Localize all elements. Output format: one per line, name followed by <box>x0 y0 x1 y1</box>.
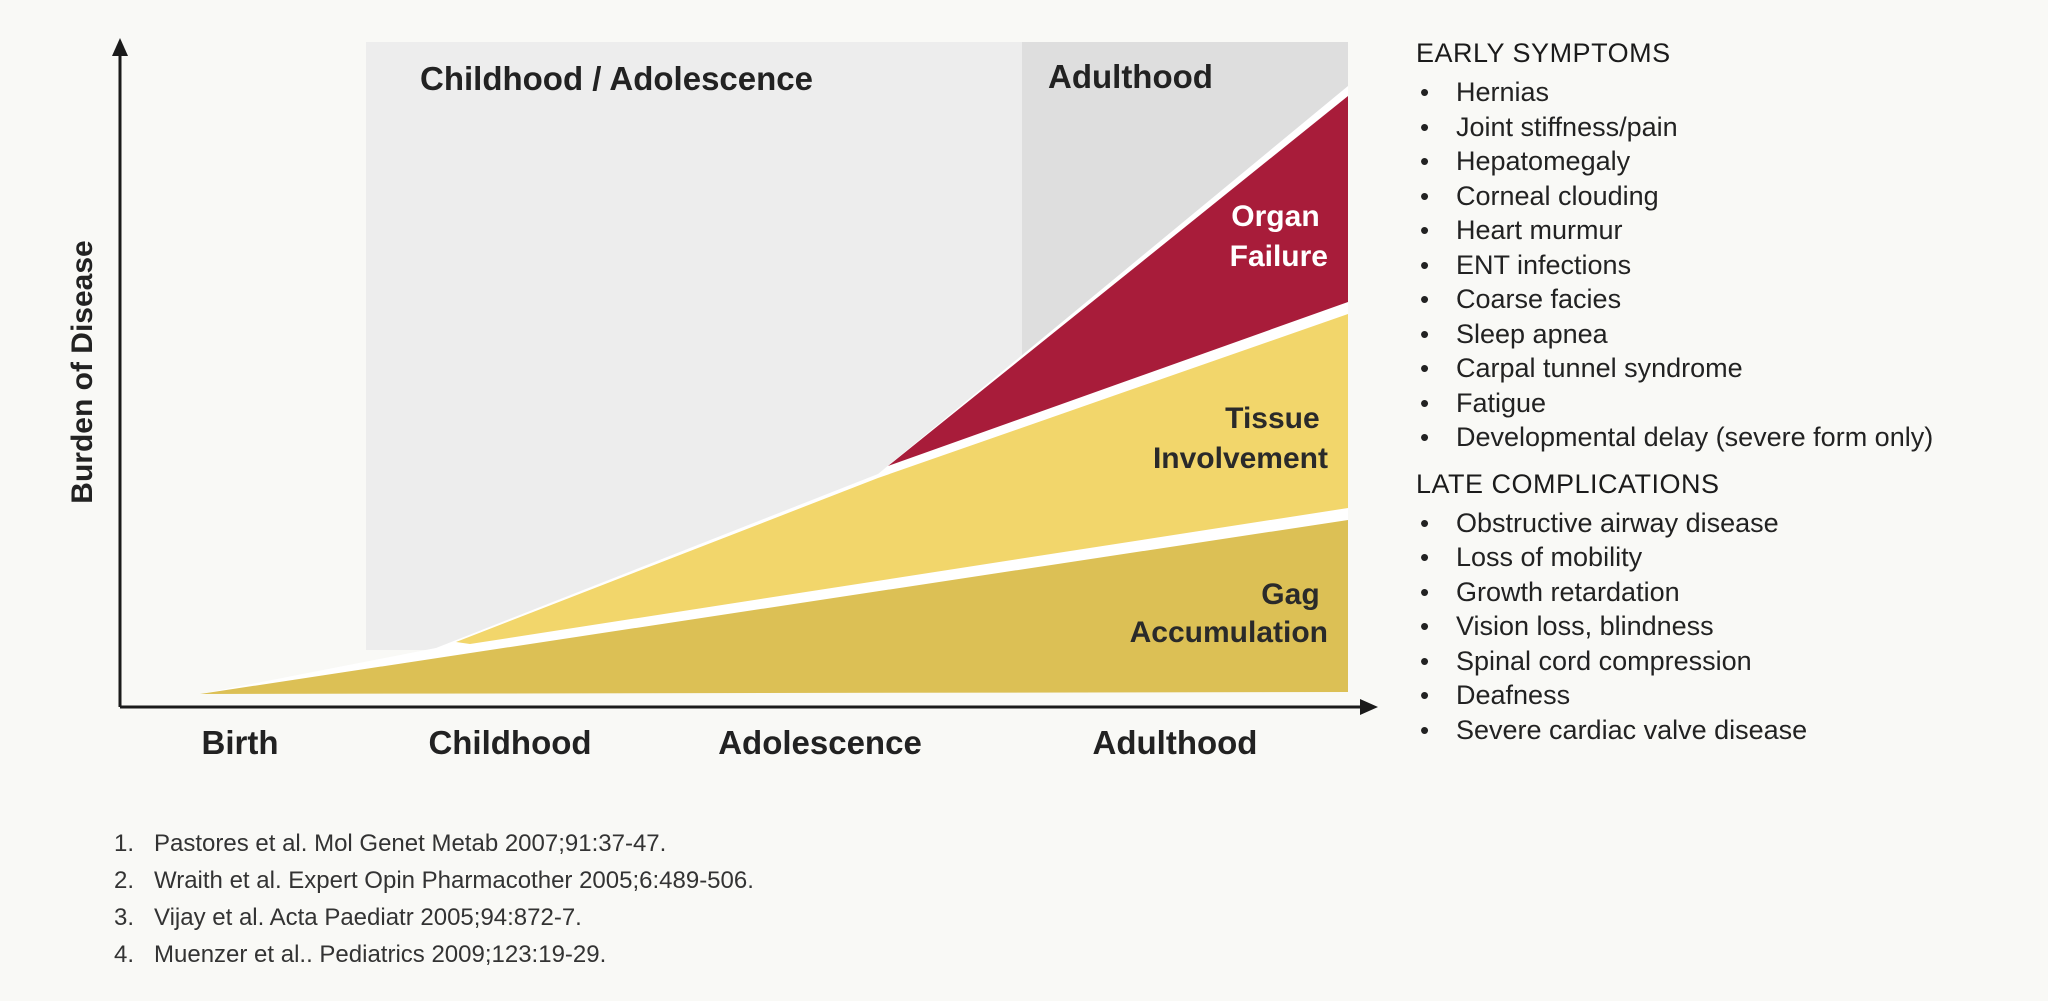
reference-number: 3. <box>114 904 135 931</box>
x-axis-label-birth: Birth <box>202 724 279 761</box>
reference-text: Wraith et al. Expert Opin Pharmacother 2… <box>154 867 754 894</box>
late-complication-item: Growth retardation <box>1416 575 2036 610</box>
layer-label-tissue-involvement-line2: Involvement <box>1153 442 1328 475</box>
band-label-adulthood: Adulthood <box>1048 58 1213 95</box>
reference-text: Vijay et al. Acta Paediatr 2005;94:872-7… <box>154 904 582 931</box>
late-complication-item: Spinal cord compression <box>1416 644 2036 679</box>
x-axis-arrow <box>1360 699 1378 715</box>
layer-label-gag-accumulation-line1: Gag <box>1261 578 1319 611</box>
x-axis-label-childhood: Childhood <box>428 724 591 761</box>
reference-number: 2. <box>114 867 135 894</box>
early-symptom-item: Fatigue <box>1416 386 2036 421</box>
reference-text: Muenzer et al.. Pediatrics 2009;123:19-2… <box>154 941 607 968</box>
reference-number: 4. <box>114 941 135 968</box>
layer-label-gag-accumulation: Gag Accumulation <box>1130 578 1328 649</box>
reference-item: 1. Pastores et al. Mol Genet Metab 2007;9… <box>114 825 754 862</box>
y-axis-label: Burden of Disease <box>66 240 99 503</box>
late-complication-item: Deafness <box>1416 678 2036 713</box>
reference-number: 1. <box>114 830 135 857</box>
early-symptom-item: Coarse facies <box>1416 282 2036 317</box>
layer-label-organ-failure-line1: Organ <box>1231 200 1319 233</box>
late-complication-item: Severe cardiac valve disease <box>1416 713 2036 748</box>
layer-label-tissue-involvement-line1: Tissue <box>1225 402 1320 435</box>
x-axis-label-adolescence: Adolescence <box>718 724 922 761</box>
reference-item: 3. Vijay et al. Acta Paediatr 2005;94:872… <box>114 899 754 936</box>
reference-item: 4. Muenzer et al.. Pediatrics 2009;123:19… <box>114 936 754 973</box>
early-symptom-item: Heart murmur <box>1416 213 2036 248</box>
symptoms-panel: EARLY SYMPTOMS Hernias Joint stiffness/p… <box>1416 38 2036 761</box>
layer-label-gag-accumulation-line2: Accumulation <box>1130 616 1328 649</box>
early-symptom-item: Sleep apnea <box>1416 317 2036 352</box>
band-label-childhood-adolescence: Childhood / Adolescence <box>420 60 813 97</box>
early-symptom-item: Hepatomegaly <box>1416 144 2036 179</box>
early-symptoms-title: EARLY SYMPTOMS <box>1416 38 1671 68</box>
layer-label-organ-failure-line2: Failure <box>1230 240 1328 273</box>
late-complications-list: Obstructive airway disease Loss of mobil… <box>1416 506 2036 748</box>
layer-tissue-involvement <box>456 314 1348 644</box>
early-symptoms-list: Hernias Joint stiffness/pain Hepatomegal… <box>1416 75 2036 455</box>
reference-text: Pastores et al. Mol Genet Metab 2007;91:… <box>154 830 667 857</box>
x-axis-label-adulthood: Adulthood <box>1093 724 1258 761</box>
references-list: 1. Pastores et al. Mol Genet Metab 2007;9… <box>114 825 754 973</box>
y-axis-arrow <box>112 38 128 56</box>
late-complication-item: Obstructive airway disease <box>1416 506 2036 541</box>
early-symptom-item: Carpal tunnel syndrome <box>1416 351 2036 386</box>
layer-label-organ-failure: Organ Failure <box>1230 200 1328 273</box>
early-symptom-item: Hernias <box>1416 75 2036 110</box>
disease-progression-diagram: Childhood / Adolescence Adulthood Organ … <box>66 38 1378 761</box>
early-symptom-item: ENT infections <box>1416 248 2036 283</box>
early-symptom-item: Developmental delay (severe form only) <box>1416 420 2036 455</box>
layer-organ-failure <box>888 96 1348 466</box>
early-symptom-item: Corneal clouding <box>1416 179 2036 214</box>
late-complications-title: LATE COMPLICATIONS <box>1416 468 1720 499</box>
late-complication-item: Vision loss, blindness <box>1416 609 2036 644</box>
layer-gag-accumulation <box>200 520 1348 694</box>
late-complication-item: Loss of mobility <box>1416 540 2036 575</box>
early-symptom-item: Joint stiffness/pain <box>1416 110 2036 145</box>
layer-label-tissue-involvement: Tissue Involvement <box>1153 402 1328 475</box>
reference-item: 2. Wraith et al. Expert Opin Pharmacother… <box>114 862 754 899</box>
